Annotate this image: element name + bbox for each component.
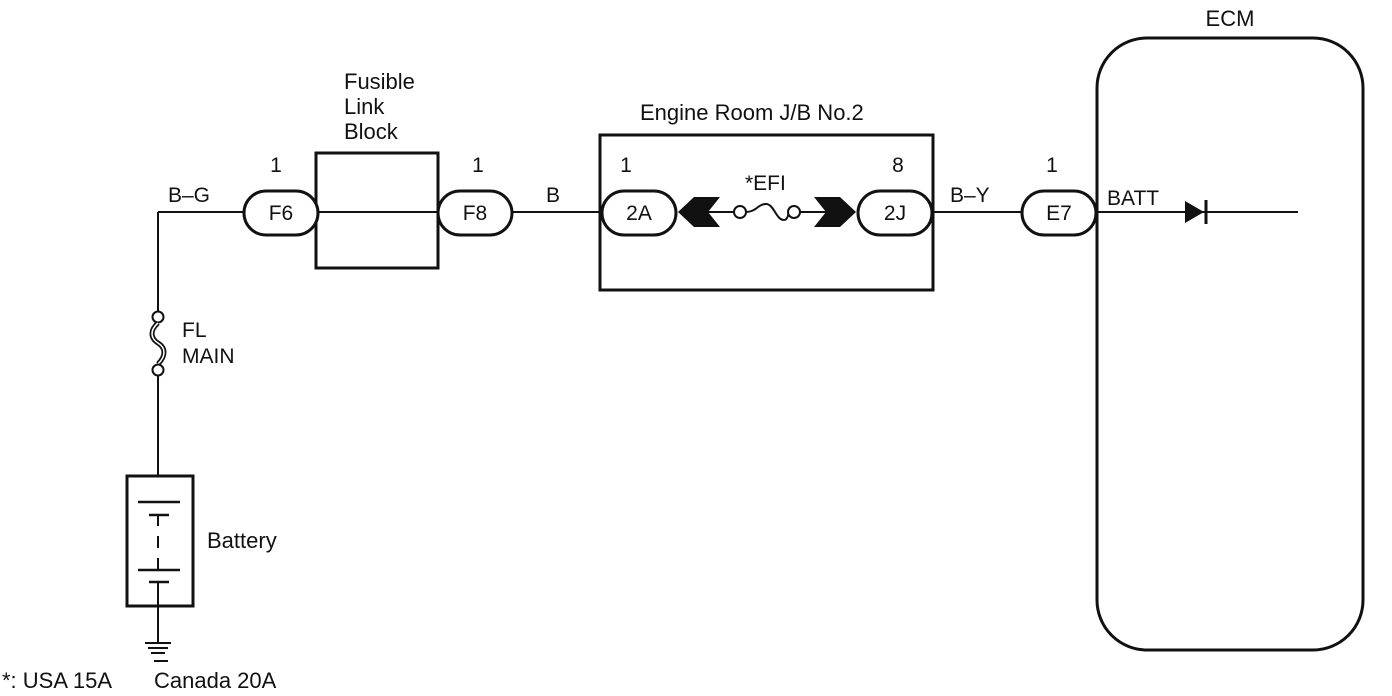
- efi-fuse-terminal-left: [733, 205, 747, 219]
- engine-room-jb: Engine Room J/B No.2 1 2A 8 2J *EFI: [598, 100, 935, 292]
- footnote: *: USA 15A Canada 20A: [2, 660, 277, 693]
- ground-icon: [145, 606, 171, 654]
- fl-main-terminal-bottom: [151, 363, 165, 377]
- battery-label: Battery: [207, 528, 277, 553]
- connector-2a-label: 2A: [626, 202, 652, 225]
- connector-f8-pin: 1: [472, 154, 484, 177]
- connector-e7-label: E7: [1046, 202, 1072, 225]
- connector-f8-label: F8: [463, 202, 488, 225]
- fl-main: FL MAIN: [149, 310, 235, 377]
- fl-main-label-line2: MAIN: [182, 345, 235, 368]
- connector-f6: 1 F6: [242, 154, 320, 237]
- fusible-link-label-line3: Block: [344, 119, 399, 144]
- connector-2j-label: 2J: [884, 202, 906, 225]
- ecm-box: [1095, 36, 1365, 652]
- battery: Battery: [125, 474, 277, 608]
- diode-icon: [1185, 201, 1204, 223]
- connector-e7-pin: 1: [1046, 154, 1058, 177]
- engine-room-jb-title: Engine Room J/B No.2: [640, 100, 864, 125]
- connector-f6-shape: [242, 189, 320, 237]
- wire-label-by: B–Y: [950, 184, 990, 207]
- connector-f8: 1 F8: [436, 154, 514, 237]
- fl-main-label-line1: FL: [182, 319, 207, 342]
- footnote-suffix: Canada 20A: [154, 668, 277, 693]
- ecm-pin-batt: BATT: [1107, 187, 1159, 210]
- connector-2a-shape: [600, 189, 678, 237]
- fl-main-link-inner: [151, 322, 165, 365]
- fusible-link-label-line1: Fusible: [344, 69, 415, 94]
- fl-main-terminal-top: [151, 310, 165, 324]
- battery-box: [125, 474, 195, 608]
- connector-2j-pin: 8: [892, 154, 904, 177]
- fusible-link-block-box: [314, 151, 440, 270]
- efi-fuse-terminal-right: [787, 205, 801, 219]
- ecm: ECM BATT: [1095, 6, 1365, 652]
- wire-label-b: B: [546, 184, 560, 207]
- right-chevron-terminal: [814, 197, 856, 227]
- connector-e7: 1 E7: [1020, 154, 1098, 237]
- ecm-title: ECM: [1206, 6, 1255, 31]
- wires: [157, 211, 1298, 476]
- wire-label-bg: B–G: [168, 184, 210, 207]
- left-chevron-terminal: [678, 197, 720, 227]
- efi-fuse-label: *EFI: [745, 172, 786, 195]
- fusible-link-label-line2: Link: [344, 94, 385, 119]
- footnote-prefix: *: USA 15A: [2, 668, 112, 693]
- connector-f6-label: F6: [269, 202, 294, 225]
- fusible-link-block: Fusible Link Block: [314, 69, 440, 270]
- connector-f6-pin: 1: [270, 154, 282, 177]
- connector-f8-shape: [436, 189, 514, 237]
- connector-2j-shape: [856, 189, 934, 237]
- efi-fuse-element: [745, 202, 790, 222]
- connector-2a-pin: 1: [620, 154, 632, 177]
